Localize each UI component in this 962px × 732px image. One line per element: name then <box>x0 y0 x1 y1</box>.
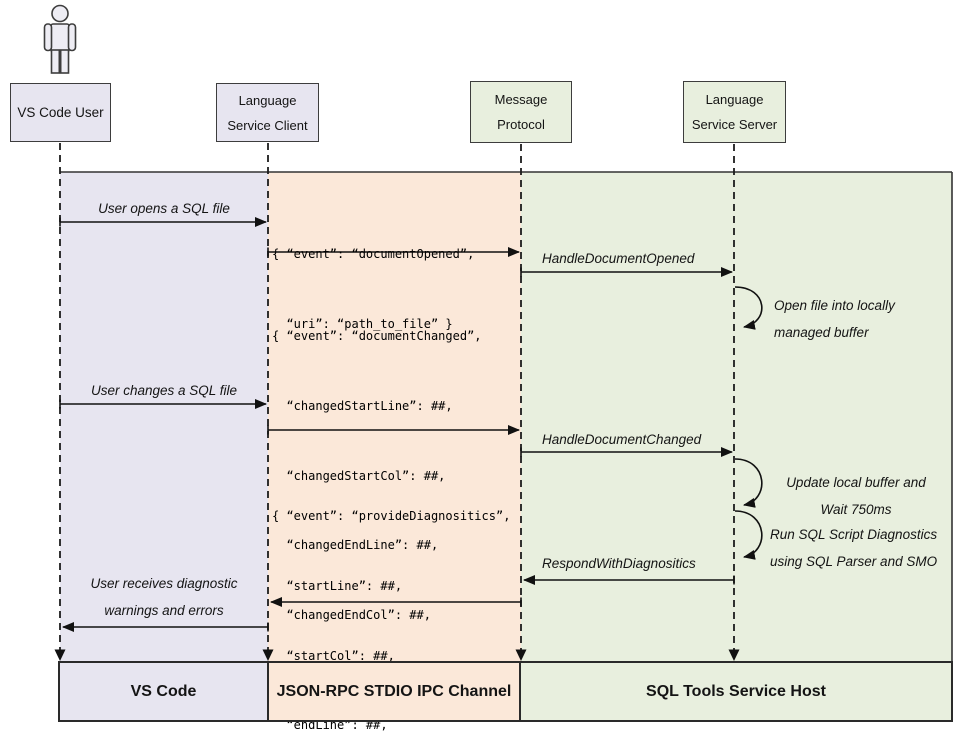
actor-label-line: Protocol <box>497 117 545 132</box>
note-open-file: Open file into locally managed buffer <box>774 293 895 346</box>
actor-box-message-protocol: Message Protocol <box>470 81 572 143</box>
actor-box-vscode-user: VS Code User <box>10 83 111 142</box>
note-run-diagnostics: Run SQL Script Diagnostics using SQL Par… <box>770 522 937 575</box>
loop-update-buffer <box>734 458 763 508</box>
label-line: warnings and errors <box>104 602 224 618</box>
user-actor-icon <box>43 4 77 74</box>
payload-line: “uri”: “path_to_file” } <box>272 317 453 332</box>
payload-line: “changedStartLine”: ##, <box>272 399 453 414</box>
footer-label: SQL Tools Service Host <box>646 682 826 700</box>
note-update-buffer: Update local buffer and Wait 750ms <box>770 470 942 523</box>
actor-box-language-service-server: Language Service Server <box>683 81 786 143</box>
payload-line: { “event”: “provideDiagnositics”, <box>272 509 511 524</box>
payload-line: “startLine”: ##, <box>272 579 403 594</box>
lane-ipc-channel <box>268 172 521 661</box>
footer-label: JSON-RPC STDIO IPC Channel <box>276 682 512 700</box>
lifeline-end-arrows <box>54 649 740 661</box>
footer-box-ipc-channel: JSON-RPC STDIO IPC Channel <box>267 661 521 722</box>
payload-line: “startCol”: ##, <box>272 648 395 663</box>
label-user-receives: User receives diagnostic warnings and er… <box>62 571 266 624</box>
payload-line: { “event”: “documentChanged”, <box>272 329 482 344</box>
label-user-changes: User changes a SQL file <box>90 383 238 398</box>
lane-vscode <box>60 172 268 661</box>
actor-label-line: Service Client <box>227 117 308 133</box>
actor-box-language-service-client: Language Service Client <box>216 83 319 142</box>
note-line: Run SQL Script Diagnostics <box>770 527 938 542</box>
self-loop-arrows <box>734 286 763 560</box>
footer-label: VS Code <box>130 682 197 700</box>
note-line: Update local buffer and <box>786 475 926 490</box>
note-line: Wait 750ms <box>820 501 892 517</box>
actor-label-line: Language <box>238 92 297 108</box>
payload-line: “changedStartCol”: ##, <box>272 468 446 483</box>
lane-band-border <box>60 171 953 661</box>
note-line: using SQL Parser and SMO <box>770 553 938 569</box>
note-line: Open file into locally <box>774 298 895 313</box>
footer-box-service-host: SQL Tools Service Host <box>519 661 953 722</box>
loop-open-file <box>734 286 763 330</box>
payload-line: “changedEndCol”: ##, <box>272 607 431 622</box>
actor-label-line: Service Server <box>691 117 778 132</box>
message-arrows <box>59 217 735 632</box>
label-line: User receives diagnostic <box>90 576 238 591</box>
payload-line: { “event”: “documentOpened”, <box>272 247 475 262</box>
actor-label: VS Code User <box>17 105 104 120</box>
label-user-opens: User opens a SQL file <box>98 201 230 216</box>
label-respond-with-diagnostics: RespondWithDiagnositics <box>542 556 696 571</box>
payload-document-opened: { “event”: “documentOpened”, “uri”: “pat… <box>272 197 474 383</box>
actor-label-line: Message <box>494 92 548 107</box>
actor-label-line: Language <box>705 92 764 107</box>
loop-run-diagnostics <box>734 510 763 560</box>
label-handle-document-changed: HandleDocumentChanged <box>542 432 702 447</box>
payload-line: “changedEndLine”: ##, <box>272 538 439 553</box>
footer-box-vscode: VS Code <box>58 661 269 722</box>
note-line: managed buffer <box>774 324 869 340</box>
label-handle-document-opened: HandleDocumentOpened <box>542 251 695 266</box>
lifelines <box>59 143 735 650</box>
